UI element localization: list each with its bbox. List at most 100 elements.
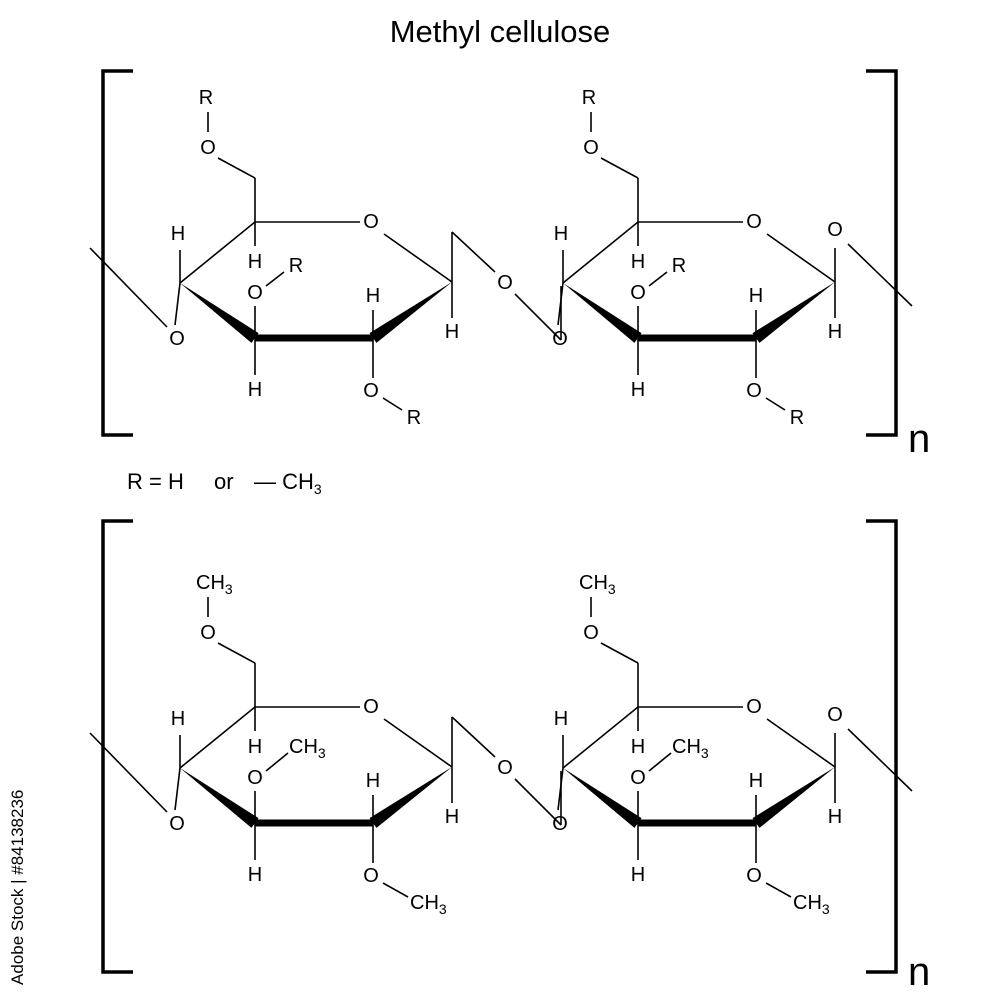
c3-hydrogen: H [631,379,645,401]
ring-bond [179,221,256,284]
c2-oxygen: O [363,380,379,402]
c6-r-group: R [199,87,213,109]
c6-oxygen: O [583,622,599,644]
c3-hydrogen: H [248,864,262,886]
ring-oxygen: O [363,211,379,233]
c5-hydrogen: H [554,223,568,245]
c3-methyl-group: CH3 [672,736,709,761]
terminal-oxygen: O [827,219,843,241]
ring-bond [179,706,256,769]
c3-oxygen: O [247,767,263,789]
c1-hydrogen: H [445,806,459,828]
c4-oxygen: O [169,813,185,835]
right-bracket [866,519,898,974]
c3-methyl-group: CH3 [289,736,326,761]
bracket-layer: n n R = H or — CH3 [101,69,930,994]
o-methyl-bond [765,882,792,898]
o-r-bond [382,397,403,411]
c5-hydrogen: H [554,708,568,730]
bridge-bond [451,716,496,758]
ring-bond-c6-o [600,642,639,664]
c2-hydrogen: H [749,285,763,307]
wedge-bond [752,767,835,828]
c2-oxygen: O [746,865,762,887]
ring-bond [383,718,453,768]
c1-hydrogen: H [828,806,842,828]
chain-end-bond [847,728,913,792]
wedge-bond [563,283,642,343]
o-methyl-bond [382,882,409,898]
c3-r-group: R [672,255,686,277]
c6-oxygen: O [583,137,599,159]
bridge-bond [451,231,496,273]
c2-hydrogen: H [749,770,763,792]
o-r-bond [648,271,668,287]
ring-oxygen: O [746,211,762,233]
ring-bond-c6-o [600,157,639,179]
bond-layer [89,112,913,898]
ring-bond [562,221,639,284]
c4-oxygen: O [169,328,185,350]
bridge-oxygen: O [497,757,513,779]
c6-oxygen: O [200,137,216,159]
glycosidic-bond [174,767,181,811]
c3-hydrogen: H [248,379,262,401]
c2-oxygen: O [746,380,762,402]
c2-methyl-group: CH3 [793,892,830,917]
left-bracket [101,519,133,974]
diagram-title: Methyl cellulose [389,14,611,49]
c6-methyl-group: CH3 [196,572,233,597]
right-bracket [866,69,898,437]
c4-oxygen: O [552,328,568,350]
c2-r-group: R [407,407,421,429]
c4-oxygen: O [552,813,568,835]
c1-hydrogen: H [445,321,459,343]
repeat-unit-n: n [908,950,930,994]
o-r-bond [265,271,285,287]
ring-bond-c6-o [217,642,256,664]
r-definition-label: R = H [127,469,184,494]
c3-oxygen: O [630,282,646,304]
wedge-bond [180,768,259,828]
c2-hydrogen: H [366,770,380,792]
terminal-oxygen: O [827,704,843,726]
glycosidic-bond [174,282,181,326]
c6-methyl-group: CH3 [579,572,616,597]
c5-hydrogen: H [171,223,185,245]
wedge-bond [752,282,835,343]
c2-oxygen: O [363,865,379,887]
c2-r-group: R [790,407,804,429]
c3-hydrogen: H [631,864,645,886]
c5-hydrogen: H [171,708,185,730]
c4-hydrogen: H [248,251,262,273]
c2-hydrogen: H [366,285,380,307]
wedge-bond [369,282,452,343]
chain-end-bond [847,243,913,307]
c6-r-group: R [582,87,596,109]
ring-bond [383,233,453,283]
atom-label-layer: OOOOOHHHHHRRROOOOOHHHHHRRROOOOOOOHHHHHCH… [169,87,843,917]
bridge-bond [514,778,562,826]
bridge-bond [514,293,562,341]
c3-oxygen: O [247,282,263,304]
c6-oxygen: O [200,622,216,644]
o-methyl-bond [265,752,289,772]
ring-bond-c6-o [217,157,256,179]
c4-hydrogen: H [631,251,645,273]
bridge-oxygen: O [497,272,513,294]
ring-bond [766,233,836,283]
o-r-bond [765,397,786,411]
r-definition-methyl: — CH3 [254,469,322,497]
wedge-bond [180,283,259,343]
ring-oxygen: O [363,696,379,718]
left-bracket [101,69,133,437]
c3-r-group: R [289,255,303,277]
r-definition-or: or [214,469,234,494]
ring-bond [766,718,836,768]
c4-hydrogen: H [248,736,262,758]
ring-bond [562,706,639,769]
repeat-unit-n: n [908,417,930,461]
c2-methyl-group: CH3 [410,892,447,917]
wedge-bond [369,767,452,828]
